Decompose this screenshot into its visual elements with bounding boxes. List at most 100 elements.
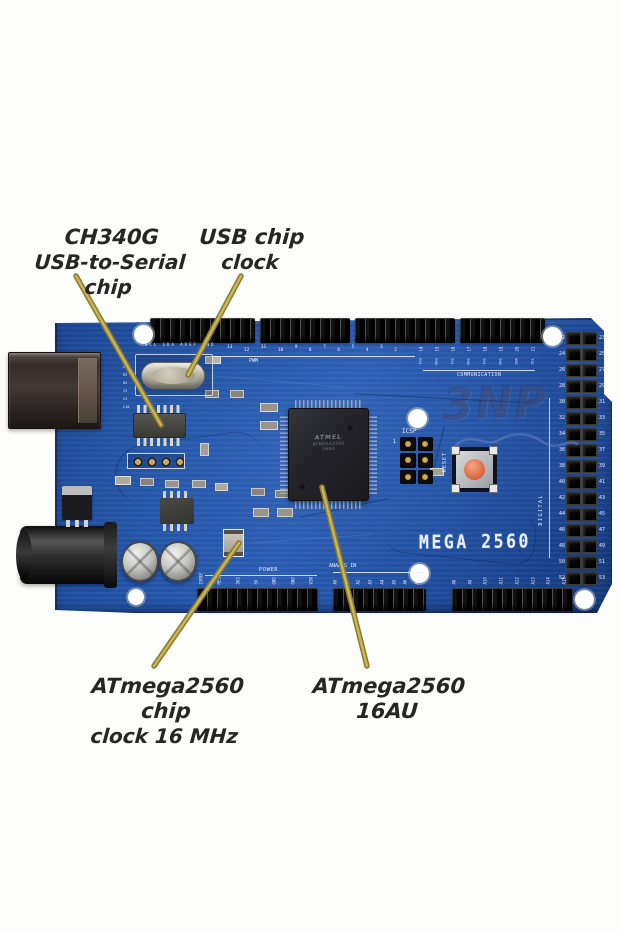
pin-socket xyxy=(566,363,581,377)
pin-socket xyxy=(566,443,581,457)
pin-socket xyxy=(566,427,581,441)
digital-pin-row: 40 41 xyxy=(552,475,616,489)
pin-socket xyxy=(582,475,597,489)
icsp-pin xyxy=(400,453,416,468)
pin-number-odd: 25 xyxy=(599,351,606,357)
watermark-signature xyxy=(453,433,579,448)
pin-number-even: 26 xyxy=(558,367,565,373)
digital-pin-row: 26 27 xyxy=(552,363,616,377)
soic8-chip xyxy=(160,491,194,531)
digital-label: DIGITAL xyxy=(538,494,544,526)
pin-number-even: 52 xyxy=(558,575,565,581)
smd-component xyxy=(165,480,179,488)
smd-component xyxy=(215,483,228,491)
pin-socket xyxy=(566,379,581,393)
pin-number: 3 xyxy=(380,345,383,350)
pin-socket xyxy=(582,411,597,425)
x1-pad-footprint xyxy=(127,453,185,469)
pin-socket xyxy=(566,523,581,537)
reset-button-pad xyxy=(489,446,498,455)
pin-number-odd: 27 xyxy=(599,367,606,373)
communication-label: COMMUNICATION xyxy=(457,372,502,378)
pin-number: 15 xyxy=(434,346,440,352)
icsp-pin xyxy=(417,469,433,484)
mounting-hole xyxy=(128,589,144,605)
smd-component xyxy=(140,478,154,486)
mounting-hole xyxy=(575,590,594,609)
pin-socket xyxy=(582,427,597,441)
smd-component xyxy=(277,508,293,517)
watermark-text: 3NP xyxy=(442,376,550,431)
pin-socket xyxy=(566,491,581,505)
pin-number-odd: 35 xyxy=(599,431,606,437)
digital-pin-row: 46 47 xyxy=(552,523,616,537)
smd-component xyxy=(260,421,278,430)
pin-name: GND xyxy=(271,577,277,585)
reference-designator: R3 xyxy=(123,373,128,377)
pin-number: 11 xyxy=(260,345,267,350)
top-header-left xyxy=(150,318,255,343)
annotation-usb-clock: USB chip clock xyxy=(194,225,307,275)
pin-number: 19 xyxy=(498,346,504,352)
pwm-label: PWM xyxy=(249,358,259,364)
smd-component xyxy=(192,480,206,488)
pin-name: TX3 xyxy=(418,358,423,365)
reset-button-pad xyxy=(489,484,498,493)
pin-socket xyxy=(566,347,581,361)
pin-number-odd: 51 xyxy=(599,559,606,565)
pin-name: RX2 xyxy=(466,358,471,365)
pin-name: A11 xyxy=(498,577,504,585)
pin-number-odd: 37 xyxy=(599,447,606,453)
smd-component xyxy=(260,403,278,412)
smd-component xyxy=(200,443,209,456)
pin-number-odd: 45 xyxy=(599,511,606,517)
mounting-hole xyxy=(543,327,562,346)
reset-label: RESET xyxy=(442,452,448,473)
mounting-hole xyxy=(410,564,429,583)
top-microtext: SCL SDA AREF GND xyxy=(145,342,216,347)
digital-pin-row: 24 25 xyxy=(552,347,616,361)
digital-bracket xyxy=(549,398,550,558)
digital-pin-row: 42 43 xyxy=(552,491,616,505)
board-model-label: MEGA 2560 xyxy=(418,530,532,554)
pin-number: 9 xyxy=(294,345,298,350)
pin-number-even: 32 xyxy=(558,415,565,421)
icsp-pin1-label: 1 xyxy=(393,439,397,445)
pin-name: RX3 xyxy=(434,358,439,365)
pin-number-odd: 31 xyxy=(599,399,606,405)
pin-socket xyxy=(582,491,597,505)
pin-number: 10 xyxy=(277,348,284,353)
pin-socket xyxy=(566,331,581,345)
pwm-bracket xyxy=(215,356,415,357)
pin-name: VIN xyxy=(308,577,314,585)
pin-number-odd: 49 xyxy=(599,543,606,549)
pin-number: 14 xyxy=(418,346,424,352)
pin-name: A12 xyxy=(514,577,520,585)
icsp-pin xyxy=(417,453,433,468)
bottom-header-analog2 xyxy=(452,588,573,611)
ch340g-chip xyxy=(133,405,186,446)
pin-number-even: 34 xyxy=(558,431,565,437)
pin-number-odd: 39 xyxy=(599,463,606,469)
pin-socket xyxy=(582,363,597,377)
annotation-text: USB chip xyxy=(198,225,306,249)
usb-crystal-oscillator xyxy=(141,362,205,389)
pin-name: A13 xyxy=(530,577,536,585)
pin-name: RESET xyxy=(216,572,222,585)
pin-name: A7 xyxy=(414,579,420,585)
dc-power-jack xyxy=(16,522,117,588)
icsp-pin xyxy=(400,437,416,452)
digital-double-header: 22 23 24 25 26 27 28 29 30 xyxy=(552,331,616,585)
pin-socket xyxy=(582,347,597,361)
pin-socket xyxy=(566,555,581,569)
mcu-pins-right xyxy=(369,415,377,494)
pin-name: A3 xyxy=(367,579,373,585)
pin-number: 2 xyxy=(394,348,397,353)
pin-socket xyxy=(566,395,581,409)
mcu-pins-left xyxy=(280,415,288,494)
pin-number: 5 xyxy=(351,345,355,350)
digital-pin-row: 30 31 xyxy=(552,395,616,409)
